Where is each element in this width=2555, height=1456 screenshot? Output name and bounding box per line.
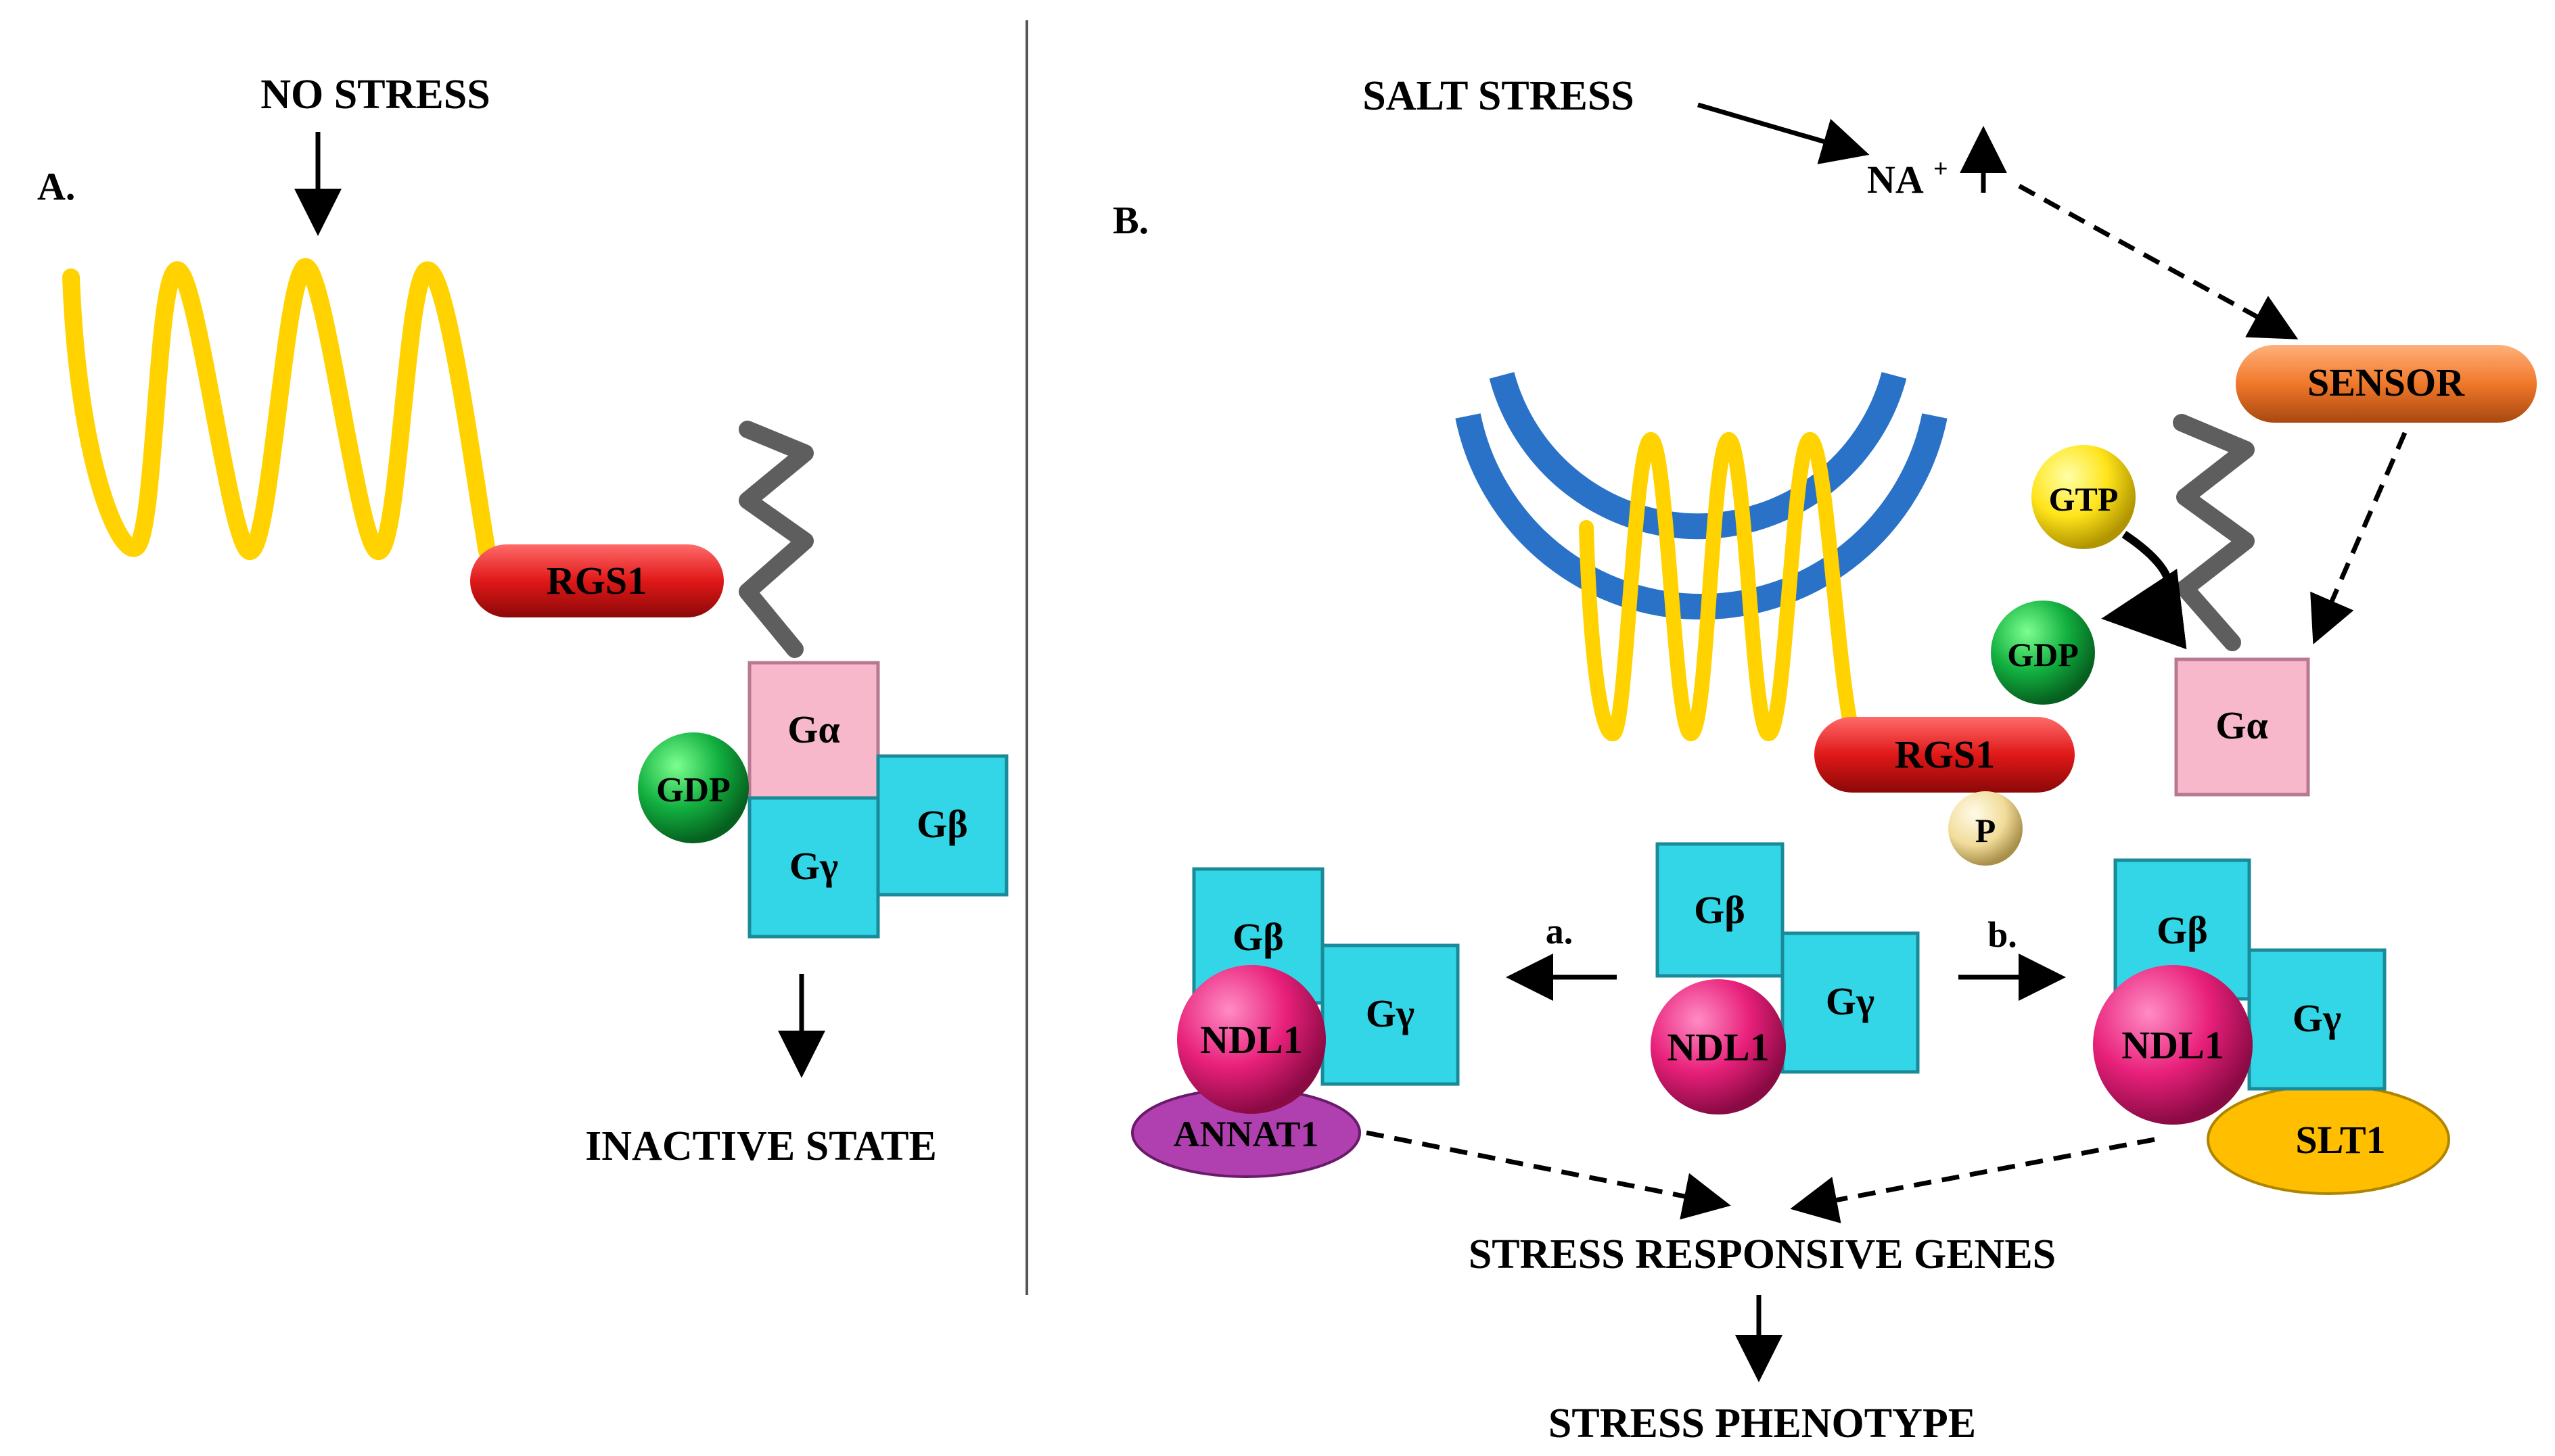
gdp-a <box>638 732 749 843</box>
galpha-a-label: Gα <box>787 707 839 751</box>
phosphate <box>1948 791 2023 866</box>
gbeta-center <box>1655 842 1785 978</box>
gbeta-a <box>876 754 1009 897</box>
ndl1-left-label: NDL1 <box>1200 1018 1302 1062</box>
receptor-helix-b <box>1579 431 1861 745</box>
na-label: NA <box>1867 158 1924 202</box>
ggamma-left-label: Gγ <box>1366 991 1414 1035</box>
phosphate-label: P <box>1975 812 1996 849</box>
rgs1-b <box>1814 717 2075 793</box>
gtp-gdp-exchange-arrow <box>2101 531 2187 650</box>
sensor <box>2236 345 2537 423</box>
ndl1-left <box>1177 965 1326 1114</box>
sensor-label: SENSOR <box>2307 360 2465 404</box>
no-stress-label: NO STRESS <box>260 72 490 118</box>
receptor-helix-a <box>62 258 496 560</box>
ggamma-center-label: Gγ <box>1826 979 1874 1023</box>
ggamma-right <box>2247 948 2387 1091</box>
salt-stress-arrow <box>1697 102 1870 164</box>
ggamma-left <box>1320 943 1460 1086</box>
gbeta-right-label: Gβ <box>2157 908 2208 952</box>
ggamma-a-label: Gγ <box>789 844 838 888</box>
gbeta-left-label: Gβ <box>1233 915 1284 959</box>
ggamma-a <box>747 796 880 939</box>
slt1-label: SLT1 <box>2295 1118 2385 1162</box>
ndl1-center <box>1651 979 1786 1114</box>
panel-a: A. NO STRESS RGS1 Gα Gγ Gβ GDP INACTIVE … <box>5 72 1009 1169</box>
rgs1-a-label: RGS1 <box>547 559 647 603</box>
inactive-state-label: INACTIVE STATE <box>585 1123 937 1169</box>
panel-b: B. SALT STRESS NA + RGS1 P SENSOR GTP <box>1027 73 2548 1447</box>
panel-a-label: A. <box>37 164 75 208</box>
gbeta-center-label: Gβ <box>1694 888 1745 932</box>
annat1-label: ANNAT1 <box>1174 1114 1319 1154</box>
ndl1-right-label: NDL1 <box>2121 1023 2224 1067</box>
path-a-label: a. <box>1546 911 1573 952</box>
ndl1-center-label: NDL1 <box>1667 1025 1769 1069</box>
panel-b-label: B. <box>1113 198 1149 242</box>
ndl1-right <box>2093 965 2253 1125</box>
annat1-to-genes-arrow <box>1366 1130 1731 1220</box>
rgs1-a <box>470 544 724 617</box>
ggamma-center <box>1780 931 1920 1074</box>
na-superscript: + <box>1933 155 1948 183</box>
ggamma-right-label: Gγ <box>2293 996 2341 1040</box>
sensor-to-galpha-arrow <box>2310 431 2408 644</box>
stress-responsive-genes-label: STRESS RESPONSIVE GENES <box>1469 1231 2056 1277</box>
rgs1-b-label: RGS1 <box>1895 732 1995 776</box>
endocytic-pit-inner <box>1489 372 1907 540</box>
galpha-b <box>2174 657 2310 797</box>
na-to-sensor-arrow <box>2018 183 2299 339</box>
galpha-b-label: Gα <box>2215 703 2268 747</box>
gbeta-a-label: Gβ <box>917 802 968 846</box>
stress-phenotype-label: STRESS PHENOTYPE <box>1548 1401 1976 1447</box>
lipid-anchor-a <box>739 421 814 658</box>
gtp-label: GTP <box>2049 480 2119 518</box>
lipid-anchor-b <box>2173 414 2255 651</box>
galpha-a <box>747 661 880 800</box>
slt1-to-genes-arrow <box>1790 1137 2155 1223</box>
gdp-a-label: GDP <box>656 771 731 809</box>
salt-stress-label: SALT STRESS <box>1362 73 1634 119</box>
gtp <box>2031 445 2136 549</box>
gdp-b <box>1991 601 2095 705</box>
gdp-b-label: GDP <box>2007 636 2079 674</box>
path-b-label: b. <box>1987 914 2017 955</box>
